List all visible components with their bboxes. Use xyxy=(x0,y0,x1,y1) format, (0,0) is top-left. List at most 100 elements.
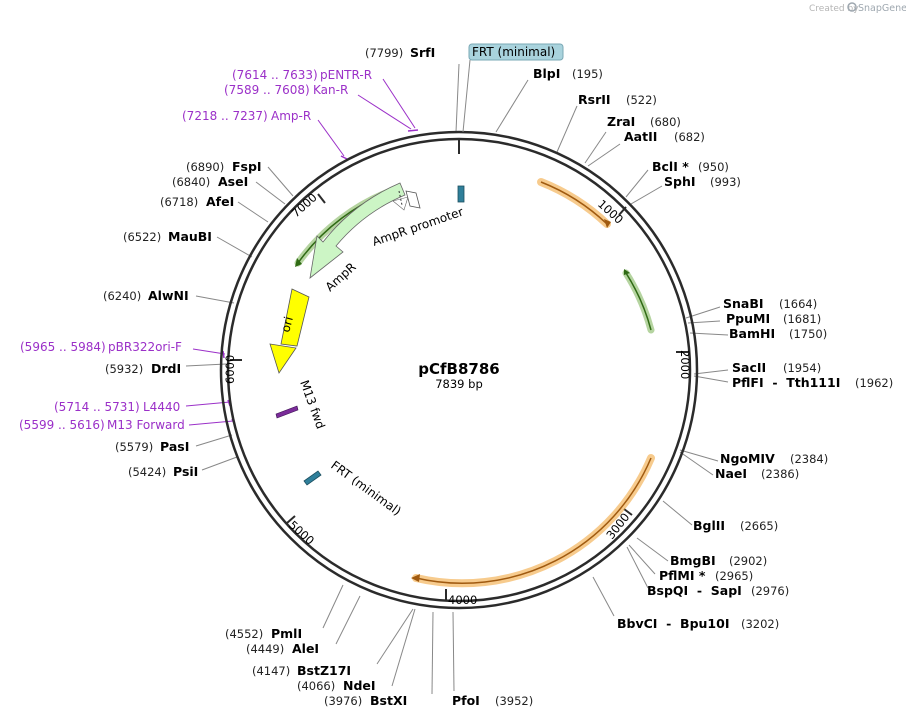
site-pos: (2665) xyxy=(740,519,778,533)
site-name: AleI xyxy=(292,641,319,656)
site-name: AfeI xyxy=(206,194,234,209)
primer-name: L4440 xyxy=(143,400,180,414)
site-pos: (1962) xyxy=(855,376,893,390)
primer-range: (7218 .. 7237) xyxy=(182,109,268,123)
primer-labels: (7614 .. 7633) pENTR-R (7589 .. 7608) Ka… xyxy=(19,68,372,432)
site-name: FspI xyxy=(232,159,262,174)
frt-lower-feature xyxy=(303,470,322,486)
primer-name: M13 Forward xyxy=(107,418,185,432)
site-pos: (6840) xyxy=(172,175,210,189)
site-name: NaeI xyxy=(715,466,747,481)
primer-range: (7614 .. 7633) xyxy=(232,68,318,82)
site-pos: (2976) xyxy=(751,584,789,598)
primer-range: (5714 .. 5731) xyxy=(54,400,140,414)
site-pos: (1681) xyxy=(783,312,821,326)
site-name: PflMI * xyxy=(659,568,706,583)
m13-fwd-feature xyxy=(275,405,299,419)
primer-name: Amp-R xyxy=(271,109,311,123)
site-name: BclI * xyxy=(652,159,689,174)
site-pos: (1750) xyxy=(789,327,827,341)
primer-name: pENTR-R xyxy=(320,68,372,82)
primer-range: (5599 .. 5616) xyxy=(19,418,105,432)
snapgene-logo-icon xyxy=(847,2,857,12)
site-pos: (6890) xyxy=(186,160,224,174)
site-name: AseI xyxy=(218,174,248,189)
tick-label-2000: 2000 xyxy=(678,350,692,379)
site-name: PasI xyxy=(160,439,189,454)
site-pos: (195) xyxy=(572,67,603,81)
site-pos: (3202) xyxy=(741,617,779,631)
site-name: ZraI xyxy=(607,114,635,129)
restriction-sites: (7799) SrfI BlpI (195) RsrII (522) ZraI … xyxy=(103,45,893,708)
site-name: BbvCI - Bpu10I xyxy=(617,616,729,631)
site-name: AlwNI xyxy=(148,288,189,303)
site-name: MauBI xyxy=(168,229,212,244)
site-pos: (4449) xyxy=(246,642,284,656)
credit-brand: SnapGene xyxy=(858,3,906,14)
credit-created-by: Created by xyxy=(809,4,859,14)
site-pos: (4552) xyxy=(225,627,263,641)
site-name: BspQI - SapI xyxy=(647,583,742,598)
site-name: NgoMIV xyxy=(720,451,775,466)
site-pos: (2384) xyxy=(790,452,828,466)
site-pos: (5424) xyxy=(128,465,166,479)
site-pos: (6718) xyxy=(160,195,198,209)
site-pos: (7799) xyxy=(365,46,403,60)
site-pos: (1954) xyxy=(783,361,821,375)
site-name: BamHI xyxy=(729,326,775,341)
site-name: PsiI xyxy=(173,464,198,479)
site-pos: (6522) xyxy=(123,230,161,244)
site-name: SnaBI xyxy=(723,296,764,311)
site-pos: (680) xyxy=(650,115,681,129)
site-name: RsrII xyxy=(578,92,611,107)
plasmid-name: pCfB8786 xyxy=(418,360,499,378)
primer-marks xyxy=(222,129,419,426)
ruler-ticks xyxy=(230,139,688,601)
plasmid-size: 7839 bp xyxy=(435,377,483,391)
frt-top-label-box xyxy=(462,43,564,133)
site-pos: (950) xyxy=(698,160,729,174)
site-name: PfoI xyxy=(452,693,480,708)
site-name: NdeI xyxy=(343,678,376,693)
site-name: BstZ17I xyxy=(297,663,351,678)
tick-label-7000: 7000 xyxy=(289,190,320,220)
primer-name: pBR322ori-F xyxy=(108,340,182,354)
orf-arcs xyxy=(294,178,655,588)
site-pos: (1664) xyxy=(779,297,817,311)
site-name: BglII xyxy=(693,518,725,533)
site-pos: (5579) xyxy=(115,440,153,454)
site-pos: (682) xyxy=(674,130,705,144)
primer-range: (7589 .. 7608) xyxy=(224,83,310,97)
site-pos: (4147) xyxy=(252,664,290,678)
primer-name: Kan-R xyxy=(313,83,348,97)
site-pos: (4066) xyxy=(297,679,335,693)
site-pos: (3976) xyxy=(324,694,362,708)
site-pos: (2902) xyxy=(729,554,767,568)
site-name: AatII xyxy=(624,129,657,144)
m13-fwd-label: M13 fwd xyxy=(297,378,328,431)
site-pos: (993) xyxy=(710,175,741,189)
ampr-promoter-feature xyxy=(405,190,421,209)
ampr-promoter-label: AmpR promoter xyxy=(370,205,465,249)
tick-label-4000: 4000 xyxy=(448,593,477,607)
site-name: PflFI - Tth111I xyxy=(732,375,840,390)
site-name: BlpI xyxy=(533,66,560,81)
site-name: BstXI xyxy=(370,693,407,708)
ampr-feature xyxy=(309,182,409,279)
site-pos: (3952) xyxy=(495,694,533,708)
site-pos: (2965) xyxy=(715,569,753,583)
tick-label-6000: 6000 xyxy=(223,355,237,384)
frt-lower-label: FRT (minimal) xyxy=(328,458,404,518)
frt-top-feature xyxy=(457,185,465,203)
site-name: BmgBI xyxy=(670,553,716,568)
primer-range: (5965 .. 5984) xyxy=(20,340,106,354)
site-name: SphI xyxy=(664,174,696,189)
ori-label: ori xyxy=(278,315,296,334)
site-name: SacII xyxy=(732,360,766,375)
site-name: DrdI xyxy=(151,361,181,376)
frt-top-label: FRT (minimal) xyxy=(472,45,555,59)
ori-feature xyxy=(269,288,310,374)
site-leaders xyxy=(185,63,729,695)
site-name: SrfI xyxy=(410,45,435,60)
